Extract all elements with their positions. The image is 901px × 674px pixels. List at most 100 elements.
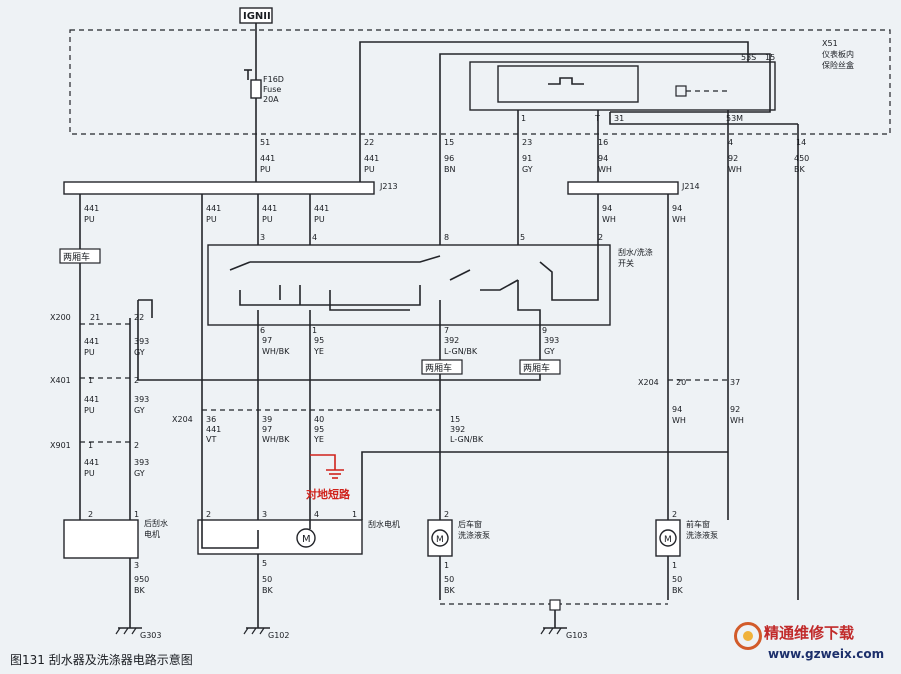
svg-text:WH: WH [728,165,742,174]
svg-text:50: 50 [262,575,272,584]
svg-text:393: 393 [134,337,149,346]
svg-text:PU: PU [262,215,273,224]
wiper-motor-name: 刮水电机 [368,519,400,529]
svg-text:441: 441 [206,425,221,434]
hatchback-tag-right [519,359,561,375]
svg-text:5: 5 [520,233,525,242]
svg-text:97: 97 [262,336,272,345]
svg-text:22: 22 [364,138,374,147]
watermark-mark-icon [734,622,762,650]
svg-text:3: 3 [134,561,139,570]
j213-label: J213 [379,182,398,191]
svg-text:441: 441 [364,154,379,163]
svg-text:1: 1 [134,510,139,519]
svg-text:22: 22 [134,313,144,322]
watermark-url: www.gzweix.com [768,647,885,661]
svg-text:BK: BK [794,165,805,174]
svg-text:441: 441 [84,458,99,467]
svg-text:1: 1 [312,326,317,335]
svg-text:20: 20 [676,378,686,387]
svg-text:51: 51 [260,138,270,147]
svg-text:92: 92 [730,405,740,414]
svg-text:441: 441 [314,204,329,213]
rear-washer-pump-name-1: 后车窗 [458,519,482,529]
svg-text:3: 3 [262,510,267,519]
rear-wiper-motor [63,519,139,559]
x200-connector: X200 21 22 [50,313,144,325]
svg-text:M: M [436,535,444,545]
relay-timer [497,65,639,103]
x901-connector: X901 1 2 [50,441,139,450]
wiper-motor-pins: 2 3 4 1 [206,510,357,519]
svg-text:2: 2 [444,510,449,519]
svg-text:94: 94 [598,154,608,163]
figure-caption: 图131 刮水器及洗涤器电路示意图 [10,653,193,667]
ign-label: IGNII [243,11,271,22]
svg-text:X401: X401 [50,376,71,385]
svg-text:2: 2 [134,376,139,385]
svg-text:1: 1 [672,561,677,570]
x204-label-mid: X204 [172,415,193,424]
ground-g102: G102 [243,627,289,640]
hatchback-tag-left [59,248,101,264]
fuse-type: Fuse [263,85,281,94]
svg-text:50: 50 [444,575,454,584]
svg-text:BK: BK [672,586,683,595]
top-wire-labels: 51 441 PU 22 441 PU 15 96 BN 23 91 GY 16… [260,138,809,174]
svg-text:8: 8 [444,233,449,242]
j214-label: J214 [681,182,700,191]
svg-text:40: 40 [314,415,324,424]
svg-text:441: 441 [84,337,99,346]
svg-text:PU: PU [364,165,375,174]
switch-name-1: 刮水/洗涤 [618,247,653,257]
svg-text:23: 23 [522,138,532,147]
svg-text:393: 393 [134,395,149,404]
svg-text:94: 94 [672,405,682,414]
rear-washer-pump-name-2: 洗涤液泵 [458,530,490,540]
svg-text:VT: VT [206,435,216,444]
svg-text:PU: PU [84,348,95,357]
j213-output-labels: 441 PU 441 PU 441 PU 441 PU [84,204,329,224]
svg-text:15: 15 [450,415,460,424]
x204-wire-labels: 36 441 VT 39 97 WH/BK 40 95 YE 15 392 L-… [206,378,744,444]
svg-text:1: 1 [88,376,93,385]
svg-text:95: 95 [314,425,324,434]
svg-text:7: 7 [444,326,449,335]
svg-text:BK: BK [262,586,273,595]
watermark-title: 精通维修下载 [764,624,855,642]
svg-text:WH/BK: WH/BK [262,347,290,356]
left-chain-wire-labels: 441 PU 393 GY 441 PU 393 GY 441 PU 393 G… [84,337,149,478]
front-washer-pump-name-2: 洗涤液泵 [686,530,718,540]
svg-text:BK: BK [444,586,455,595]
switch-bottom-pins: 6 1 7 9 [260,326,547,335]
svg-text:2: 2 [598,233,603,242]
svg-text:39: 39 [262,415,272,424]
svg-text:16: 16 [598,138,608,147]
x401-connector: X401 1 2 [50,376,139,385]
fuse-rating: 20A [263,95,279,104]
svg-text:两厢车: 两厢车 [425,362,452,374]
svg-text:G303: G303 [140,631,161,640]
svg-text:1: 1 [444,561,449,570]
svg-text:M: M [664,535,672,545]
svg-text:441: 441 [84,204,99,213]
svg-text:YE: YE [313,435,324,444]
svg-text:9: 9 [542,326,547,335]
svg-text:95: 95 [314,336,324,345]
svg-text:2: 2 [88,510,93,519]
fuse-id: F16D [263,75,284,84]
svg-text:PU: PU [314,215,325,224]
svg-text:BK: BK [134,586,145,595]
short-to-ground-marker: 对地短路 [306,454,351,501]
svg-text:94: 94 [672,204,682,213]
svg-text:GY: GY [134,348,145,357]
svg-text:4: 4 [728,138,733,147]
svg-text:PU: PU [206,215,217,224]
watermark-logo: 精通维修下载 www.gzweix.com [734,616,894,672]
svg-text:4: 4 [312,233,317,242]
relay-pin-1: 1 [521,114,526,123]
svg-text:WH: WH [672,416,686,425]
svg-text:950: 950 [134,575,149,584]
svg-text:96: 96 [444,154,454,163]
